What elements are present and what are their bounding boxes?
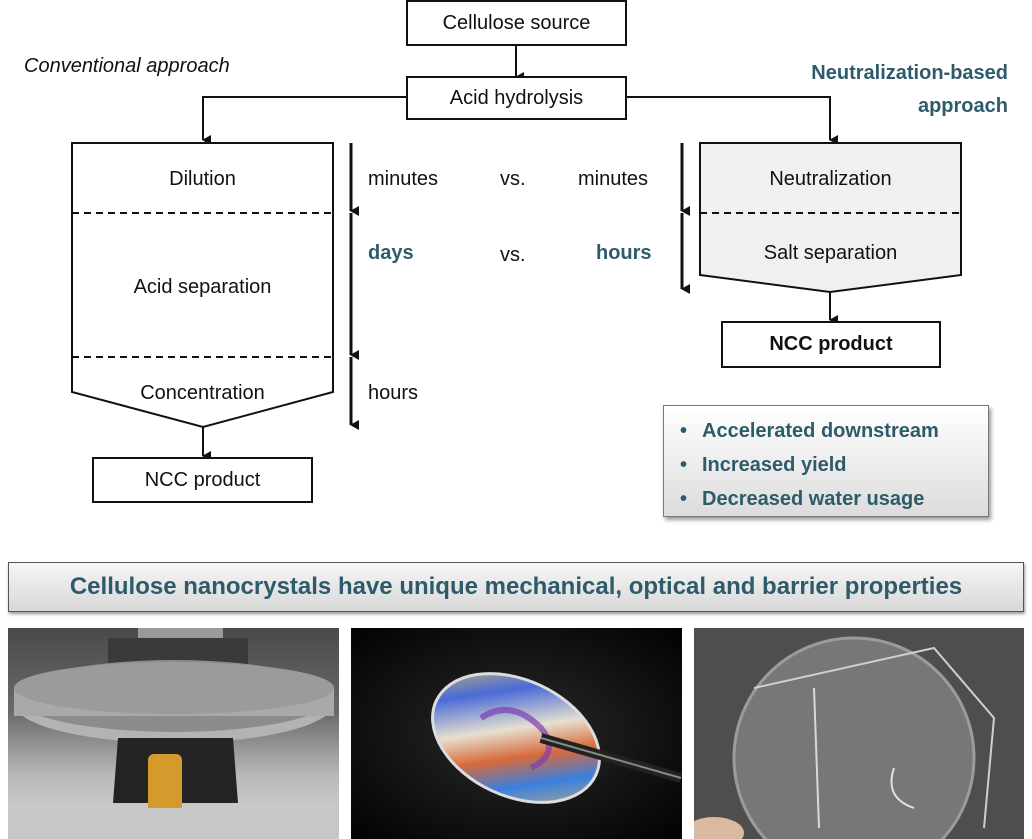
acid-separation-step: Acid separation [133,276,272,298]
conventional-approach-label: Conventional approach [24,55,230,77]
ncc-product-conventional-label: NCC product [144,468,261,491]
dilution-step: Dilution [169,168,236,190]
compression-test-drawing [8,628,339,839]
transparent-film-drawing [694,628,1024,839]
cellulose-source-label: Cellulose source [442,11,591,34]
birefringent-film-photo [351,628,682,839]
properties-banner-text: Cellulose nanocrystals have unique mecha… [69,573,963,600]
concentration-step: Concentration [140,382,265,404]
benefit-item: Accelerated downstream [680,414,988,448]
arrow-to-conventional [202,96,408,145]
cellulose-source-box: Cellulose source [406,0,627,46]
salt-separation-step: Salt separation [763,242,898,264]
connector-lines [71,45,962,461]
arrow-to-neutralization [625,96,838,145]
timing-concentration: hours [368,382,419,404]
birefringent-film-drawing [351,628,682,839]
acid-hydrolysis-box: Acid hydrolysis [406,76,627,120]
benefit-item: Increased yield [680,448,988,482]
timing-salt-separation: hours [596,242,652,264]
benefits-box: Accelerated downstream Increased yield D… [663,405,989,517]
neutralization-step: Neutralization [769,168,892,190]
timing-vs-1: vs. [500,168,526,190]
benefits-list: Accelerated downstream Increased yield D… [664,406,988,516]
ncc-product-conventional: NCC product [92,457,313,503]
timing-vs-2: vs. [500,244,526,266]
timing-acid-separation: days [368,242,414,264]
timing-neutralization: minutes [578,168,649,190]
properties-banner: Cellulose nanocrystals have unique mecha… [8,562,1024,612]
compression-test-photo [8,628,339,839]
timing-dilution: minutes [368,168,439,190]
neutralization-approach-label: Neutralization-based approach [811,62,1008,117]
ncc-product-neutralization-label: NCC product [769,333,893,355]
acid-hydrolysis-label: Acid hydrolysis [449,86,584,109]
process-diagram: Cellulose source Acid hydrolysis Convent… [0,0,1032,560]
ncc-product-neutralization: NCC product [721,321,941,368]
benefit-item: Decreased water usage [680,482,988,516]
transparent-film-photo [694,628,1024,839]
neutralization-funnel [699,142,962,294]
